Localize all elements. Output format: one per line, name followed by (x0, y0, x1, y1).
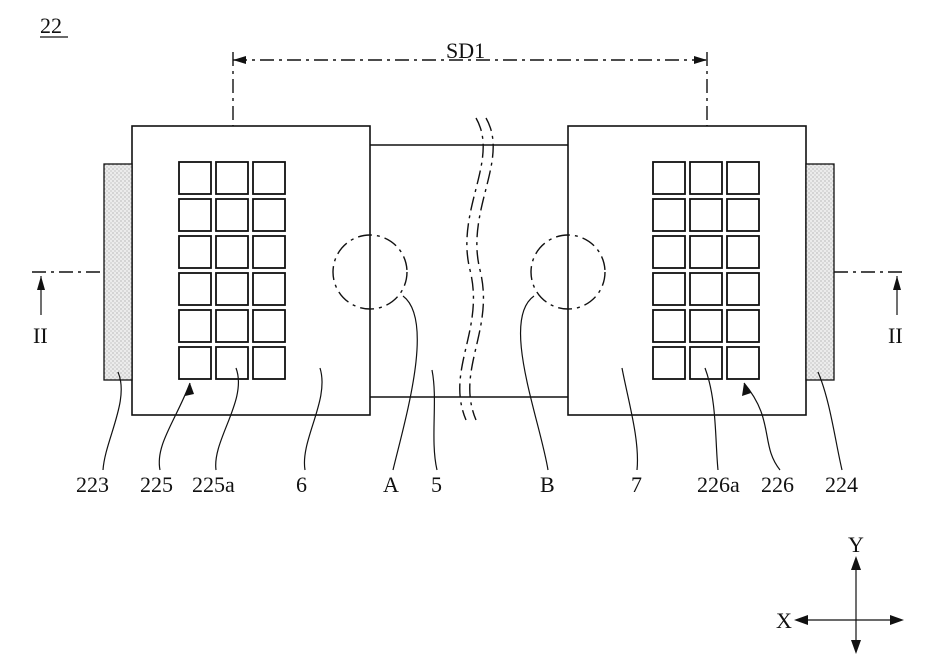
grid-226-cell (653, 310, 685, 342)
label-6: 6 (296, 472, 307, 497)
grid-225 (179, 162, 285, 379)
grid-225-cell (179, 273, 211, 305)
section-label-right: II (888, 323, 903, 348)
label-7: 7 (631, 472, 642, 497)
grid-226-cell (727, 273, 759, 305)
grid-226-cell (727, 310, 759, 342)
axis-indicator (794, 556, 904, 654)
axis-label-x: X (776, 608, 792, 633)
grid-225-cell (253, 236, 285, 268)
grid-225-cell (179, 310, 211, 342)
grid-225-cell (216, 162, 248, 194)
section-label-left: II (33, 323, 48, 348)
grid-225-cell (253, 273, 285, 305)
grid-226-cell (653, 347, 685, 379)
label-223: 223 (76, 472, 109, 497)
label-a: A (383, 472, 399, 497)
grid-226-cell (690, 199, 722, 231)
strip-5 (370, 145, 568, 397)
grid-226 (653, 162, 759, 379)
label-225: 225 (140, 472, 173, 497)
grid-225-cell (253, 162, 285, 194)
grid-225-cell (216, 199, 248, 231)
dimension-label-sd1: SD1 (446, 38, 485, 63)
section-arrow-right-head (893, 276, 901, 290)
grid-225-cell (253, 310, 285, 342)
dimension-arrow-right (694, 56, 707, 64)
label-224: 224 (825, 472, 858, 497)
section-arrow-left-head (37, 276, 45, 290)
grid-226-cell (690, 273, 722, 305)
block-7 (568, 126, 806, 415)
grid-226-cell (653, 199, 685, 231)
block-6 (132, 126, 370, 415)
grid-225-cell (179, 347, 211, 379)
grid-226-cell (653, 162, 685, 194)
grid-225-cell (253, 199, 285, 231)
label-226: 226 (761, 472, 794, 497)
grid-226-cell (690, 310, 722, 342)
grid-225-cell (216, 347, 248, 379)
label-226a: 226a (697, 472, 740, 497)
grid-225-cell (216, 310, 248, 342)
grid-225-cell (216, 236, 248, 268)
pad-223 (104, 164, 132, 380)
grid-226-cell (727, 347, 759, 379)
grid-225-cell (179, 199, 211, 231)
dimension-arrow-left (233, 56, 246, 64)
pad-224 (806, 164, 834, 380)
grid-226-cell (653, 236, 685, 268)
grid-226-cell (690, 347, 722, 379)
grid-226-cell (690, 236, 722, 268)
grid-226-cell (653, 273, 685, 305)
grid-225-cell (179, 236, 211, 268)
grid-226-cell (727, 199, 759, 231)
axis-label-y: Y (848, 532, 864, 557)
grid-225-cell (253, 347, 285, 379)
grid-225-cell (216, 273, 248, 305)
grid-226-cell (690, 162, 722, 194)
grid-225-cell (179, 162, 211, 194)
label-225a: 225a (192, 472, 235, 497)
grid-226-cell (727, 236, 759, 268)
break-lines (460, 118, 493, 420)
grid-226-cell (727, 162, 759, 194)
label-b: B (540, 472, 555, 497)
figure-number: 22 (40, 13, 62, 38)
label-5: 5 (431, 472, 442, 497)
